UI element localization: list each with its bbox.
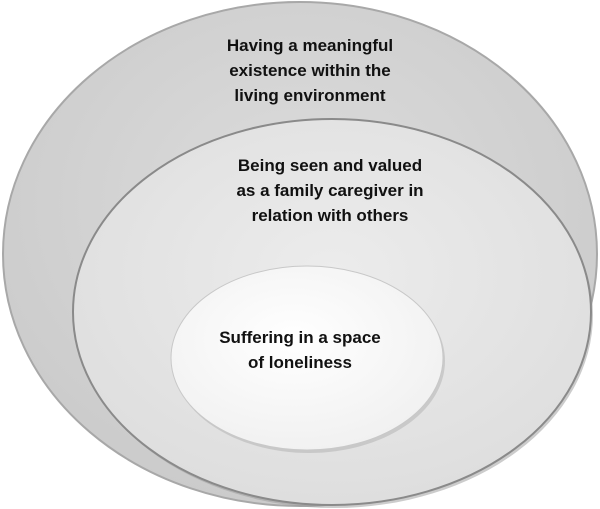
middle-label-line: as a family caregiver in (236, 181, 424, 200)
inner-label-line: Suffering in a space (219, 328, 381, 347)
middle-label: Being seen and valued as a family caregi… (180, 153, 480, 228)
middle-label-line: relation with others (251, 206, 409, 225)
inner-label: Suffering in a space of loneliness (150, 325, 450, 375)
inner-label-line: of loneliness (248, 353, 352, 372)
outer-label-line: living environment (234, 86, 386, 105)
outer-label: Having a meaningful existence within the… (160, 33, 460, 108)
outer-label-line: existence within the (229, 61, 391, 80)
inner-ellipse (170, 265, 444, 451)
outer-label-line: Having a meaningful (226, 36, 394, 55)
middle-label-line: Being seen and valued (237, 156, 423, 175)
